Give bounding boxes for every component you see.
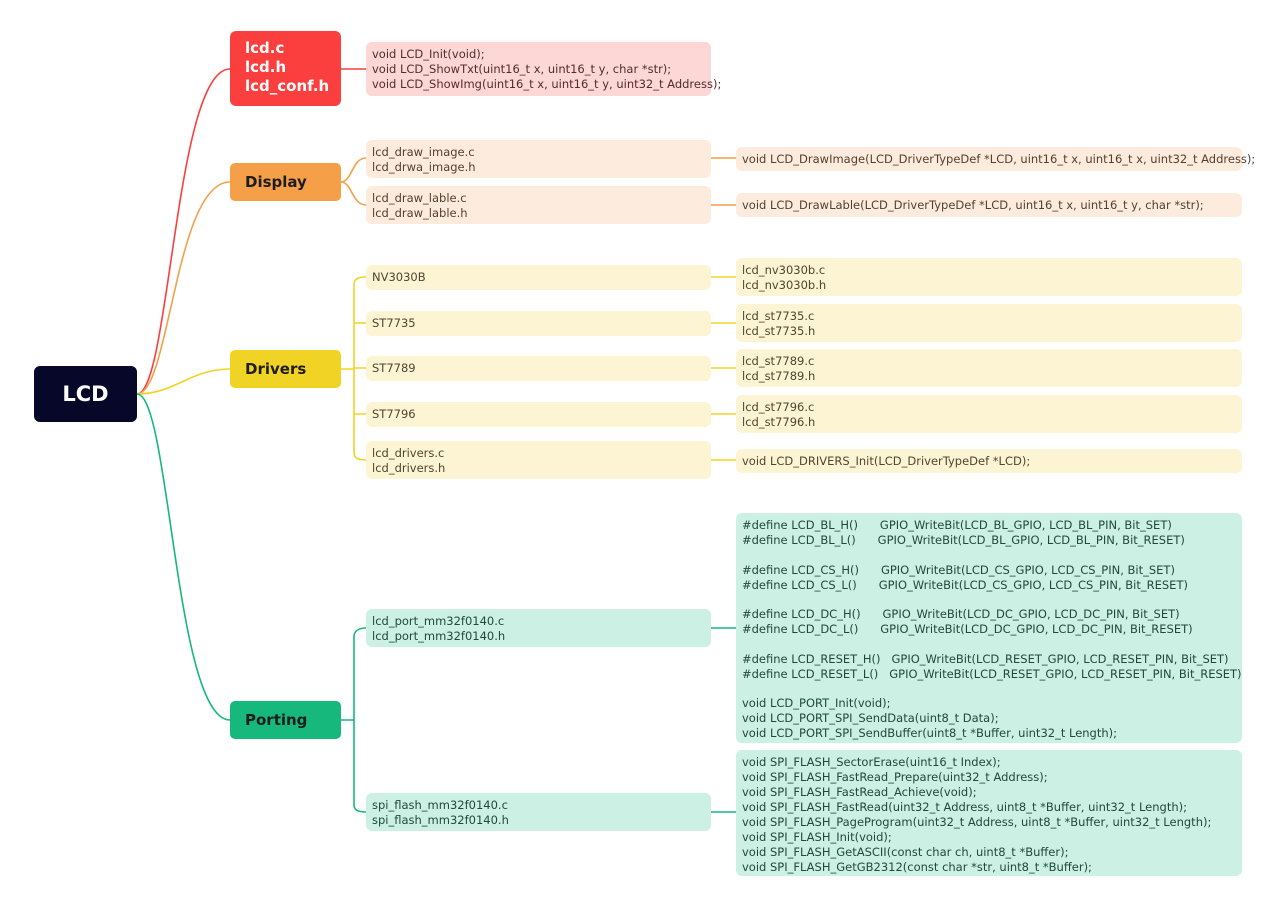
detail-line: void LCD_PORT_SPI_SendData(uint8_t Data)… xyxy=(742,711,999,725)
file-line: lcd_nv3030b.h xyxy=(742,278,827,292)
display-lable-detail[interactable]: void LCD_DrawLable(LCD_DriverTypeDef *LC… xyxy=(736,193,1242,217)
detail-line: void LCD_DrawLable(LCD_DriverTypeDef *LC… xyxy=(742,197,1204,212)
driver-nv3030b-files[interactable]: lcd_nv3030b.c lcd_nv3030b.h xyxy=(736,258,1242,296)
root-node[interactable]: LCD xyxy=(34,366,137,422)
lcd-file-2: lcd.h xyxy=(245,58,287,76)
file-line: lcd_port_mm32f0140.h xyxy=(372,629,506,643)
porting-lcd-port[interactable]: lcd_port_mm32f0140.c lcd_port_mm32f0140.… xyxy=(366,609,711,647)
file-line: lcd_st7735.h xyxy=(742,324,816,338)
branch-lcd-files[interactable]: lcd.c lcd.h lcd_conf.h xyxy=(230,31,341,106)
detail-line: void SPI_FLASH_FastRead(uint32_t Address… xyxy=(742,800,1187,814)
driver-lcd-drivers[interactable]: lcd_drivers.c lcd_drivers.h xyxy=(366,441,711,479)
file-line: lcd_draw_image.c xyxy=(372,145,475,159)
link-porting-details xyxy=(711,627,736,813)
driver-init-detail[interactable]: void LCD_DRIVERS_Init(LCD_DriverTypeDef … xyxy=(736,449,1242,473)
detail-line xyxy=(742,593,1236,608)
file-line: spi_flash_mm32f0140.c xyxy=(372,798,508,812)
file-line: lcd_st7789.c xyxy=(742,354,815,368)
driver-st7735-files[interactable]: lcd_st7735.c lcd_st7735.h xyxy=(736,304,1242,342)
file-line: lcd_port_mm32f0140.c xyxy=(372,614,505,628)
detail-line: #define LCD_DC_L() GPIO_WriteBit(LCD_DC_… xyxy=(742,622,1193,636)
porting-spi-flash[interactable]: spi_flash_mm32f0140.c spi_flash_mm32f014… xyxy=(366,793,711,831)
file-line: lcd_st7789.h xyxy=(742,369,816,383)
root-label: LCD xyxy=(62,382,109,406)
driver-st7796-files[interactable]: lcd_st7796.c lcd_st7796.h xyxy=(736,395,1242,433)
driver-label: NV3030B xyxy=(372,270,426,284)
detail-line: #define LCD_RESET_L() GPIO_WriteBit(LCD_… xyxy=(742,666,1242,681)
detail-line xyxy=(742,637,1236,652)
porting-spi-flash-detail[interactable]: void SPI_FLASH_SectorErase(uint16_t Inde… xyxy=(736,750,1242,876)
branch-porting[interactable]: Porting xyxy=(230,701,341,739)
detail-line xyxy=(742,682,1236,697)
detail-line: #define LCD_RESET_H() GPIO_WriteBit(LCD_… xyxy=(742,651,1229,666)
display-child-lable[interactable]: lcd_draw_lable.c lcd_draw_lable.h xyxy=(366,186,711,224)
driver-label: ST7735 xyxy=(372,316,416,330)
detail-line: void SPI_FLASH_SectorErase(uint16_t Inde… xyxy=(742,755,1001,769)
driver-st7789[interactable]: ST7789 xyxy=(366,356,711,381)
link-root-display xyxy=(136,181,231,395)
file-line: lcd_nv3030b.c xyxy=(742,263,826,277)
branch-display[interactable]: Display xyxy=(230,163,341,201)
detail-line: #define LCD_CS_L() GPIO_WriteBit(LCD_CS_… xyxy=(742,577,1188,592)
link-root-drivers xyxy=(136,368,231,395)
link-porting-children xyxy=(341,627,367,813)
file-line: lcd_drivers.h xyxy=(372,461,446,475)
detail-line: #define LCD_DC_H() GPIO_WriteBit(LCD_DC_… xyxy=(742,607,1180,621)
display-child-image[interactable]: lcd_draw_image.c lcd_drwa_image.h xyxy=(366,140,711,178)
file-line: lcd_st7735.c xyxy=(742,309,815,323)
detail-line: void SPI_FLASH_FastRead_Achieve(void); xyxy=(742,785,977,799)
detail-line: #define LCD_BL_L() GPIO_WriteBit(LCD_BL_… xyxy=(742,533,1185,547)
link-root-porting xyxy=(136,393,231,721)
detail-line: void LCD_PORT_Init(void); xyxy=(742,696,891,710)
detail-line: #define LCD_BL_H() GPIO_WriteBit(LCD_BL_… xyxy=(742,518,1172,532)
detail-line: void SPI_FLASH_Init(void); xyxy=(742,830,892,844)
detail-line: void SPI_FLASH_FastRead_Prepare(uint32_t… xyxy=(742,770,1048,784)
file-line: lcd_draw_lable.c xyxy=(372,191,467,205)
link-display-children xyxy=(340,157,367,206)
branch-drivers[interactable]: Drivers xyxy=(230,350,341,388)
link-drivers-children xyxy=(341,276,367,461)
lcd-api-detail[interactable]: void LCD_Init(void); void LCD_ShowTxt(ui… xyxy=(366,42,722,96)
detail-line: void LCD_ShowImg(uint16_t x, uint16_t y,… xyxy=(372,77,722,91)
file-line: lcd_drivers.c xyxy=(372,446,445,460)
link-root-lcd xyxy=(136,68,231,395)
detail-line: void LCD_ShowTxt(uint16_t x, uint16_t y,… xyxy=(372,62,672,76)
driver-label: ST7789 xyxy=(372,361,416,375)
branch-label: Drivers xyxy=(245,360,307,378)
detail-line: void SPI_FLASH_PageProgram(uint32_t Addr… xyxy=(742,815,1212,829)
link-drivers-details xyxy=(711,276,736,461)
detail-line: void LCD_DrawImage(LCD_DriverTypeDef *LC… xyxy=(742,151,1256,166)
detail-line: void SPI_FLASH_GetASCII(const char ch, u… xyxy=(742,845,1069,859)
driver-st7735[interactable]: ST7735 xyxy=(366,311,711,336)
link-display-details xyxy=(711,157,736,206)
detail-line: void LCD_DRIVERS_Init(LCD_DriverTypeDef … xyxy=(742,453,1031,468)
driver-st7796[interactable]: ST7796 xyxy=(366,402,711,427)
detail-line: #define LCD_CS_H() GPIO_WriteBit(LCD_CS_… xyxy=(742,562,1175,577)
file-line: lcd_st7796.c xyxy=(742,400,815,414)
file-line: lcd_drwa_image.h xyxy=(372,160,476,174)
branch-label: Porting xyxy=(245,711,308,729)
porting-lcd-port-detail[interactable]: #define LCD_BL_H() GPIO_WriteBit(LCD_BL_… xyxy=(736,513,1242,743)
lcd-file-3: lcd_conf.h xyxy=(245,77,330,95)
detail-line: void LCD_PORT_SPI_SendBuffer(uint8_t *Bu… xyxy=(742,726,1118,740)
file-line: lcd_draw_lable.h xyxy=(372,206,468,220)
driver-label: ST7796 xyxy=(372,407,416,421)
driver-nv3030b[interactable]: NV3030B xyxy=(366,265,711,290)
detail-line xyxy=(742,548,1236,563)
branch-label: Display xyxy=(245,173,307,191)
file-line: lcd_st7796.h xyxy=(742,415,816,429)
driver-st7789-files[interactable]: lcd_st7789.c lcd_st7789.h xyxy=(736,349,1242,387)
detail-line: void SPI_FLASH_GetGB2312(const char *str… xyxy=(742,860,1092,874)
display-image-detail[interactable]: void LCD_DrawImage(LCD_DriverTypeDef *LC… xyxy=(736,147,1255,171)
detail-line: void LCD_Init(void); xyxy=(372,47,485,61)
file-line: spi_flash_mm32f0140.h xyxy=(372,813,509,827)
lcd-file-1: lcd.c xyxy=(245,39,285,57)
